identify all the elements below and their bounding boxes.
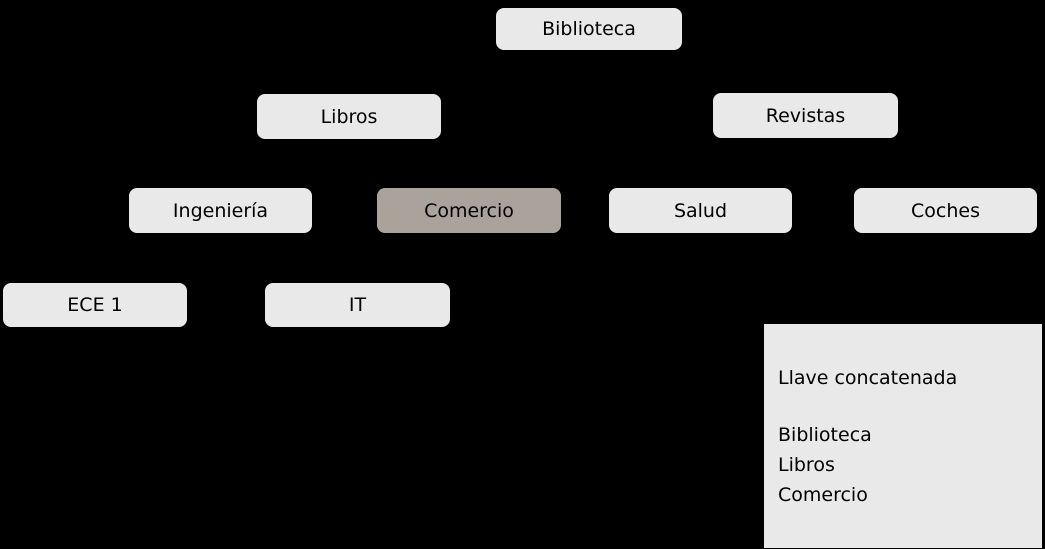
node-salud: Salud [608, 187, 793, 234]
key-item-libros: Libros [778, 454, 835, 476]
node-it: IT [264, 282, 451, 328]
node-biblioteca: Biblioteca [495, 7, 683, 51]
node-comercio-highlighted: Comercio [376, 187, 562, 234]
key-item-biblioteca: Biblioteca [778, 424, 872, 446]
node-coches: Coches [853, 187, 1038, 234]
key-panel: Llave concatenada Biblioteca Libros Come… [763, 323, 1043, 549]
key-item-comercio: Comercio [778, 484, 868, 506]
node-ece-1: ECE 1 [2, 282, 188, 328]
key-panel-title: Llave concatenada [778, 367, 958, 389]
node-revistas: Revistas [712, 92, 899, 139]
node-libros: Libros [256, 93, 442, 140]
node-ingenieria: Ingeniería [128, 187, 313, 234]
